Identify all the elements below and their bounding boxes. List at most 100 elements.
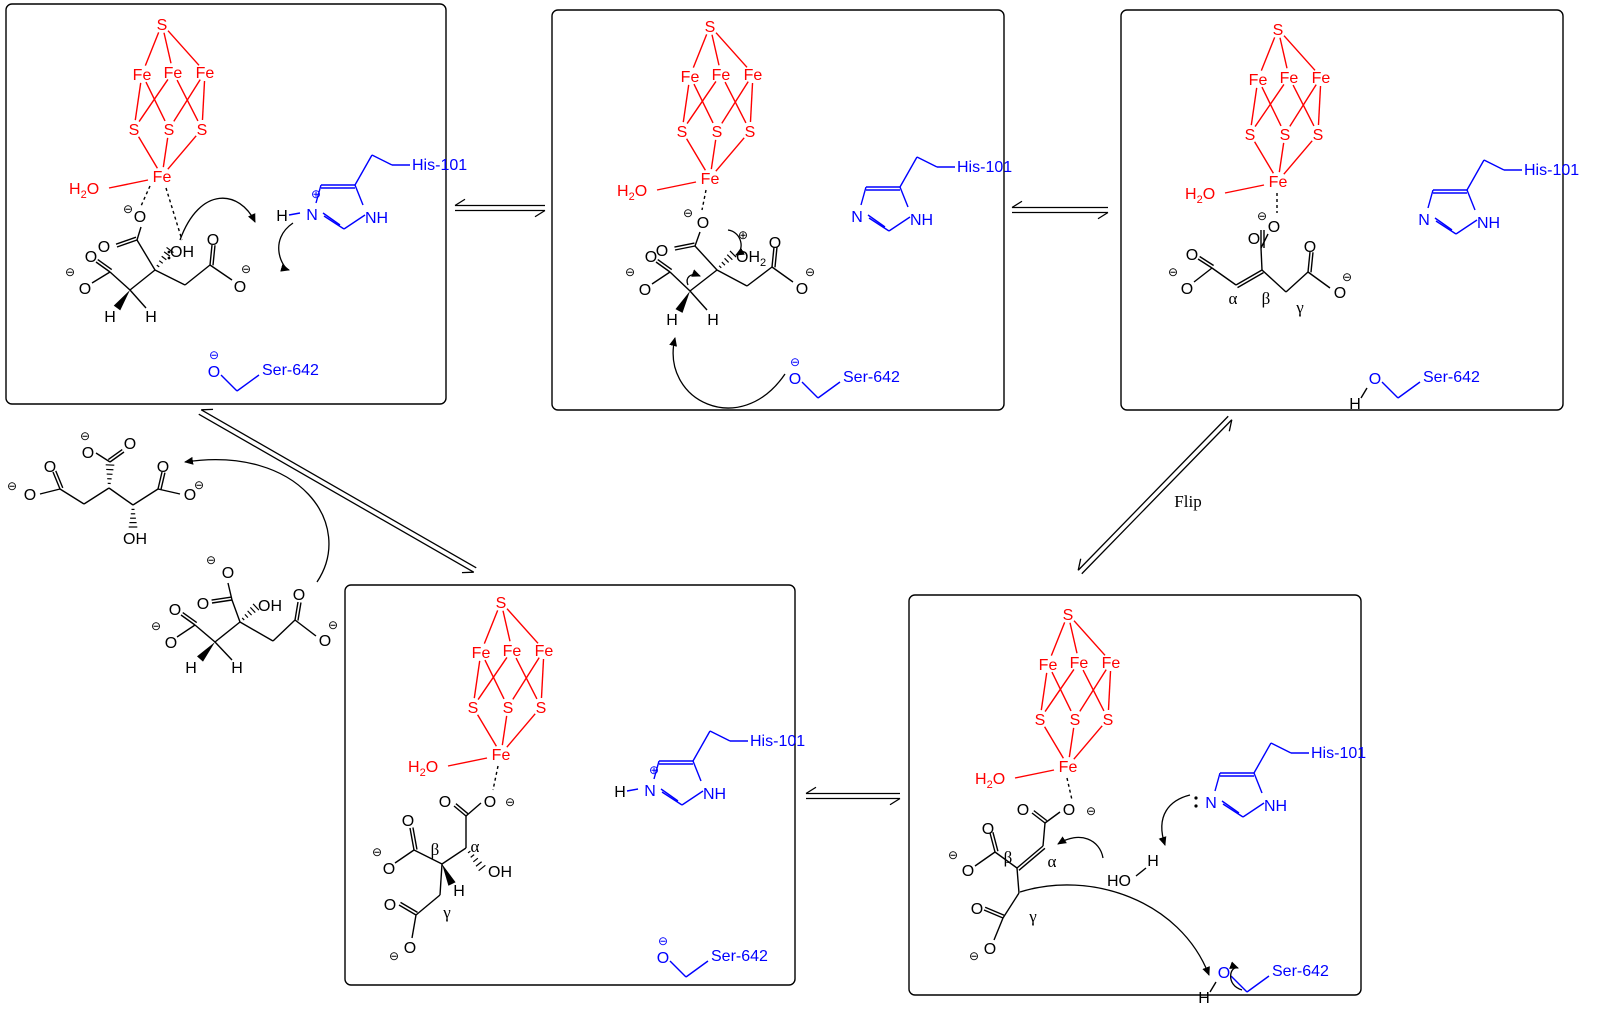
alkene-double-bond	[1237, 273, 1263, 288]
carbonyl-oxygen: O	[207, 232, 219, 249]
cluster-bond	[1290, 85, 1316, 127]
cluster-bond	[135, 83, 140, 120]
cluster-bond	[1080, 670, 1106, 712]
positive-charge: ⊕	[738, 228, 748, 242]
his-ch2-bond	[1271, 743, 1291, 753]
carbonyl-oxygen: O	[169, 602, 181, 619]
fe-water-bond	[657, 182, 696, 190]
carbonyl-bond	[212, 597, 232, 600]
his-ring-bond	[900, 157, 917, 187]
carboxylate-oxygen: O	[639, 282, 651, 299]
alpha-carbon-label: α	[1048, 852, 1057, 871]
sulfur-atom: S	[197, 122, 208, 139]
c-o-bond	[395, 850, 414, 863]
carboxylate-oxygen: O	[404, 940, 416, 957]
hydroxyl-h: H	[1198, 990, 1210, 1007]
carboxylate-oxygen: O	[383, 861, 395, 878]
cluster-bond	[1284, 36, 1315, 71]
alkoxide-charge: ⊖	[658, 934, 668, 948]
iron-atom: Fe	[472, 645, 491, 662]
ser-642-label: Ser-642	[843, 369, 900, 386]
carbonyl-oxygen: O	[157, 459, 169, 476]
cluster-bond	[484, 610, 497, 643]
cluster-bond	[1255, 84, 1284, 126]
active-iron-atom: Fe	[153, 169, 172, 186]
hash-stroke	[248, 611, 252, 615]
reverse-arrow-head	[1012, 201, 1022, 207]
cluster-bond	[683, 85, 688, 122]
sulfur-atom: S	[164, 122, 175, 139]
negative-charge: ⊖	[948, 848, 958, 862]
his-ring-bond	[355, 155, 372, 185]
cluster-bond	[168, 31, 199, 66]
cluster-bond	[1074, 621, 1105, 656]
iron-atom: Fe	[1070, 655, 1089, 672]
fe-water-bond	[1225, 185, 1264, 193]
c-o-bond	[994, 918, 1003, 940]
c-o-bond	[96, 453, 110, 462]
c-o-bond	[1045, 812, 1060, 823]
sulfur-atom: S	[157, 17, 168, 34]
cluster-bond	[1074, 726, 1102, 759]
cluster-bond	[1261, 37, 1274, 70]
ser-oxygen: O	[1218, 965, 1230, 982]
electron-arrow-ser-to-h	[673, 338, 785, 408]
c-o-bond	[177, 625, 195, 637]
cluster-bond	[478, 657, 507, 699]
carbonyl-bond	[298, 602, 301, 620]
electron-arrow-his-to-h	[1162, 795, 1190, 845]
cluster-bond	[716, 138, 744, 171]
ser-bond	[237, 375, 259, 391]
wedge-c-h-bond	[675, 291, 690, 313]
negative-charge: ⊖	[65, 265, 75, 279]
ser-bond	[802, 382, 818, 398]
his-101-label: His-101	[1311, 745, 1366, 762]
negative-charge: ⊖	[328, 618, 338, 632]
alpha-carbon-label: α	[471, 837, 480, 856]
water-ligand: H2O	[975, 771, 1005, 791]
ring-n: N	[1205, 795, 1217, 812]
positive-charge: ⊕	[649, 763, 659, 777]
fe-o-coordination	[141, 186, 150, 206]
carbonyl-oxygen: O	[982, 821, 994, 838]
iron-atom: Fe	[503, 643, 522, 660]
ser-bond	[1382, 382, 1398, 398]
ring-bond	[662, 792, 682, 805]
ring-bond	[355, 185, 363, 205]
water-ligand: H2O	[408, 759, 438, 779]
carbonyl-oxygen: O	[439, 794, 451, 811]
carboxylate-oxygen: O	[484, 794, 496, 811]
hash-stroke	[250, 607, 255, 612]
ring-bond	[1243, 803, 1264, 817]
fe-water-bond	[1015, 770, 1054, 778]
cluster-bond	[507, 609, 538, 644]
iron-atom: Fe	[681, 69, 700, 86]
water-o: O	[1203, 186, 1215, 203]
gamma-carbon-label: γ	[1028, 907, 1037, 926]
hydroxyl-h: H	[1349, 396, 1361, 413]
electron-arrow-oh-to-c	[1058, 837, 1103, 858]
c-o-bond	[1308, 272, 1330, 288]
sulfur-atom: S	[677, 124, 688, 141]
c-c-bond	[109, 488, 133, 505]
ring-bond	[1222, 801, 1239, 813]
hydrogen: H	[231, 660, 243, 677]
beta-carbon-label: β	[431, 840, 440, 859]
his-101-label: His-101	[957, 159, 1012, 176]
sulfur-atom: S	[1035, 712, 1046, 729]
carbonyl-oxygen: O	[971, 901, 983, 918]
carbonyl-oxygen: O	[769, 235, 781, 252]
o-h-bond	[1136, 868, 1146, 876]
carboxylate-oxygen: O	[984, 941, 996, 958]
panel-frame	[6, 4, 446, 404]
carboxylate-oxygen: O	[697, 215, 709, 232]
ser-oxygen: O	[1369, 371, 1381, 388]
c-c-bond	[442, 848, 466, 864]
fe-water-bond	[109, 180, 148, 188]
